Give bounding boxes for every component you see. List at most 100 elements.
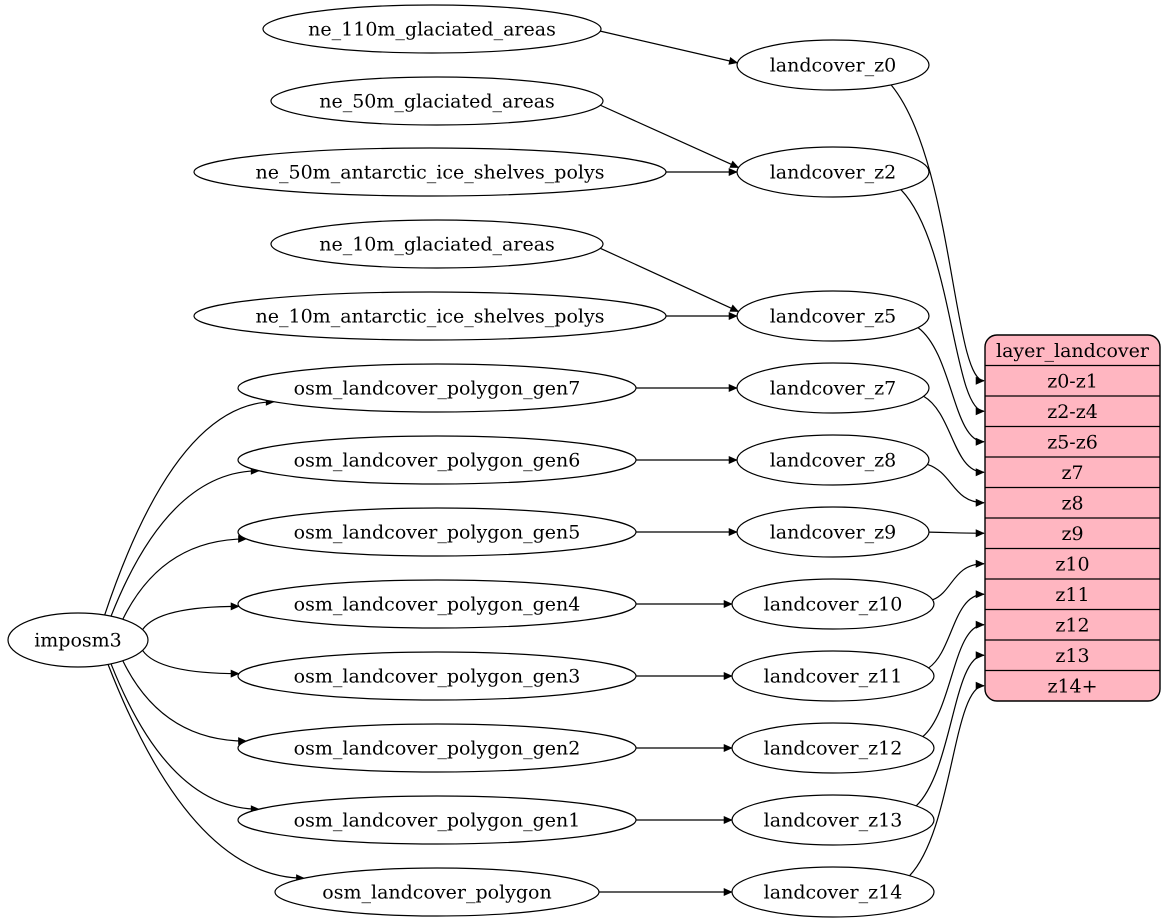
record-row-z0-z1: z0-z1 [1047, 370, 1098, 392]
node-label-osm_landcover_polygon_gen6: osm_landcover_polygon_gen6 [294, 450, 581, 472]
edge-imposm3-to-osm_landcover_polygon_gen7 [104, 397, 275, 616]
node-osm_landcover_polygon_gen3: osm_landcover_polygon_gen3 [237, 651, 637, 701]
node-ne_50m_antarctic_ice_shelves_polys: ne_50m_antarctic_ice_shelves_polys [193, 147, 667, 197]
node-label-landcover_z8: landcover_z8 [770, 450, 897, 472]
node-label-osm_landcover_polygon_gen5: osm_landcover_polygon_gen5 [294, 522, 581, 544]
node-label-landcover_z5: landcover_z5 [770, 306, 897, 328]
edge-landcover_z0-to-layer_landcover-z0-z1 [890, 84, 985, 385]
edge-imposm3-to-osm_landcover_polygon [107, 664, 306, 883]
node-ellipse-landcover_z13 [731, 794, 935, 846]
node-ellipse-osm_landcover_polygon_gen7 [237, 363, 637, 413]
node-label-osm_landcover_polygon_gen4: osm_landcover_polygon_gen4 [294, 594, 581, 616]
node-label-landcover_z13: landcover_z13 [764, 810, 903, 832]
node-landcover_z0: landcover_z0 [736, 39, 930, 91]
node-label-landcover_z2: landcover_z2 [770, 162, 897, 184]
node-landcover_z10: landcover_z10 [731, 578, 935, 630]
node-ellipse-landcover_z0 [736, 39, 930, 91]
node-ellipse-ne_50m_glaciated_areas [270, 76, 604, 126]
node-label-landcover_z10: landcover_z10 [764, 594, 903, 616]
node-landcover_z14: landcover_z14 [731, 866, 935, 918]
edge-landcover_z5-to-layer_landcover-z5-z6 [917, 327, 985, 446]
record-row-z5-z6: z5-z6 [1047, 431, 1098, 453]
node-ellipse-osm_landcover_polygon_gen2 [237, 723, 637, 773]
node-osm_landcover_polygon_gen7: osm_landcover_polygon_gen7 [237, 363, 637, 413]
node-ellipse-landcover_z8 [736, 434, 930, 486]
node-label-ne_110m_glaciated_areas: ne_110m_glaciated_areas [308, 19, 556, 41]
node-label-landcover_z12: landcover_z12 [764, 738, 903, 760]
node-ellipse-ne_110m_glaciated_areas [262, 4, 602, 54]
edge-landcover_z12-to-layer_landcover-z12 [922, 620, 985, 738]
node-ne_110m_glaciated_areas: ne_110m_glaciated_areas [262, 4, 602, 54]
record-row-z9: z9 [1061, 523, 1083, 545]
node-landcover_z7: landcover_z7 [736, 362, 930, 414]
node-ellipse-osm_landcover_polygon_gen1 [237, 795, 637, 845]
record-row-z13: z13 [1055, 645, 1089, 667]
node-imposm3: imposm3 [7, 612, 149, 668]
node-label-landcover_z11: landcover_z11 [764, 666, 903, 688]
node-ellipse-landcover_z10 [731, 578, 935, 630]
record-row-z2-z4: z2-z4 [1047, 401, 1098, 423]
node-osm_landcover_polygon_gen4: osm_landcover_polygon_gen4 [237, 579, 637, 629]
edge-imposm3-to-osm_landcover_polygon_gen3 [142, 650, 240, 678]
node-landcover_z12: landcover_z12 [731, 722, 935, 774]
edge-ne_110m_glaciated_areas-to-landcover_z0 [600, 30, 739, 65]
edge-ne_50m_glaciated_areas-to-landcover_z2 [600, 104, 740, 169]
node-ne_50m_glaciated_areas: ne_50m_glaciated_areas [270, 76, 604, 126]
node-ellipse-landcover_z7 [736, 362, 930, 414]
node-ellipse-landcover_z5 [736, 290, 930, 342]
node-label-landcover_z0: landcover_z0 [770, 55, 897, 77]
nodes-layer: imposm3 ne_110m_glaciated_areas ne_50m_gla… [7, 4, 935, 918]
node-osm_landcover_polygon_gen2: osm_landcover_polygon_gen2 [237, 723, 637, 773]
node-ellipse-osm_landcover_polygon_gen3 [237, 651, 637, 701]
node-label-osm_landcover_polygon_gen2: osm_landcover_polygon_gen2 [294, 738, 581, 760]
node-ellipse-osm_landcover_polygon_gen6 [237, 435, 637, 485]
edge-landcover_z11-to-layer_landcover-z11 [928, 590, 985, 669]
node-label-osm_landcover_polygon_gen3: osm_landcover_polygon_gen3 [294, 666, 581, 688]
node-ellipse-ne_10m_glaciated_areas [270, 219, 604, 269]
edge-landcover_z2-to-layer_landcover-z2-z4 [900, 189, 985, 416]
node-ellipse-landcover_z12 [731, 722, 935, 774]
node-ne_10m_glaciated_areas: ne_10m_glaciated_areas [270, 219, 604, 269]
node-ellipse-landcover_z2 [736, 146, 930, 198]
node-label-ne_10m_glaciated_areas: ne_10m_glaciated_areas [319, 234, 555, 256]
node-landcover_z5: landcover_z5 [736, 290, 930, 342]
edge-landcover_z7-to-layer_landcover-z7 [923, 395, 985, 477]
record-row-z12: z12 [1055, 614, 1089, 636]
node-ellipse-osm_landcover_polygon_gen4 [237, 579, 637, 629]
edge-imposm3-to-osm_landcover_polygon_gen5 [122, 534, 248, 620]
node-ellipse-osm_landcover_polygon_gen5 [237, 507, 637, 557]
record-row-z10: z10 [1055, 553, 1089, 575]
record-title: layer_landcover [996, 340, 1150, 362]
node-label-ne_10m_antarctic_ice_shelves_polys: ne_10m_antarctic_ice_shelves_polys [256, 306, 605, 328]
node-osm_landcover_polygon_gen6: osm_landcover_polygon_gen6 [237, 435, 637, 485]
record-row-z8: z8 [1061, 492, 1083, 514]
record-node-layer_landcover: layer_landcover z0-z1 z2-z4 z5-z6 z7 z8 z9 z10 z… [984, 334, 1161, 702]
edge-ne_10m_glaciated_areas-to-landcover_z5 [600, 247, 740, 313]
node-ellipse-imposm3 [7, 612, 149, 668]
node-landcover_z8: landcover_z8 [736, 434, 930, 486]
node-osm_landcover_polygon_gen5: osm_landcover_polygon_gen5 [237, 507, 637, 557]
edge-landcover_z8-to-layer_landcover-z8 [927, 463, 985, 507]
record-row-z7: z7 [1061, 462, 1083, 484]
edge-imposm3-to-osm_landcover_polygon_gen4 [142, 602, 240, 630]
node-label-landcover_z7: landcover_z7 [770, 378, 897, 400]
edge-imposm3-to-osm_landcover_polygon_gen6 [110, 466, 260, 617]
node-label-osm_landcover_polygon_gen7: osm_landcover_polygon_gen7 [294, 378, 581, 400]
node-ne_10m_antarctic_ice_shelves_polys: ne_10m_antarctic_ice_shelves_polys [193, 291, 667, 341]
edge-landcover_z13-to-layer_landcover-z13 [915, 651, 985, 807]
node-landcover_z13: landcover_z13 [731, 794, 935, 846]
node-label-imposm3: imposm3 [34, 630, 122, 652]
node-label-osm_landcover_polygon_gen1: osm_landcover_polygon_gen1 [294, 810, 581, 832]
edge-imposm3-to-osm_landcover_polygon_gen1 [110, 663, 260, 814]
node-label-landcover_z14: landcover_z14 [764, 882, 903, 904]
node-osm_landcover_polygon: osm_landcover_polygon [274, 867, 600, 917]
record-row-z11: z11 [1055, 584, 1089, 606]
edge-landcover_z10-to-layer_landcover-z10 [932, 559, 985, 601]
node-landcover_z11: landcover_z11 [731, 650, 935, 702]
node-label-ne_50m_antarctic_ice_shelves_polys: ne_50m_antarctic_ice_shelves_polys [256, 162, 605, 184]
node-ellipse-ne_10m_antarctic_ice_shelves_polys [193, 291, 667, 341]
node-landcover_z2: landcover_z2 [736, 146, 930, 198]
node-osm_landcover_polygon_gen1: osm_landcover_polygon_gen1 [237, 795, 637, 845]
